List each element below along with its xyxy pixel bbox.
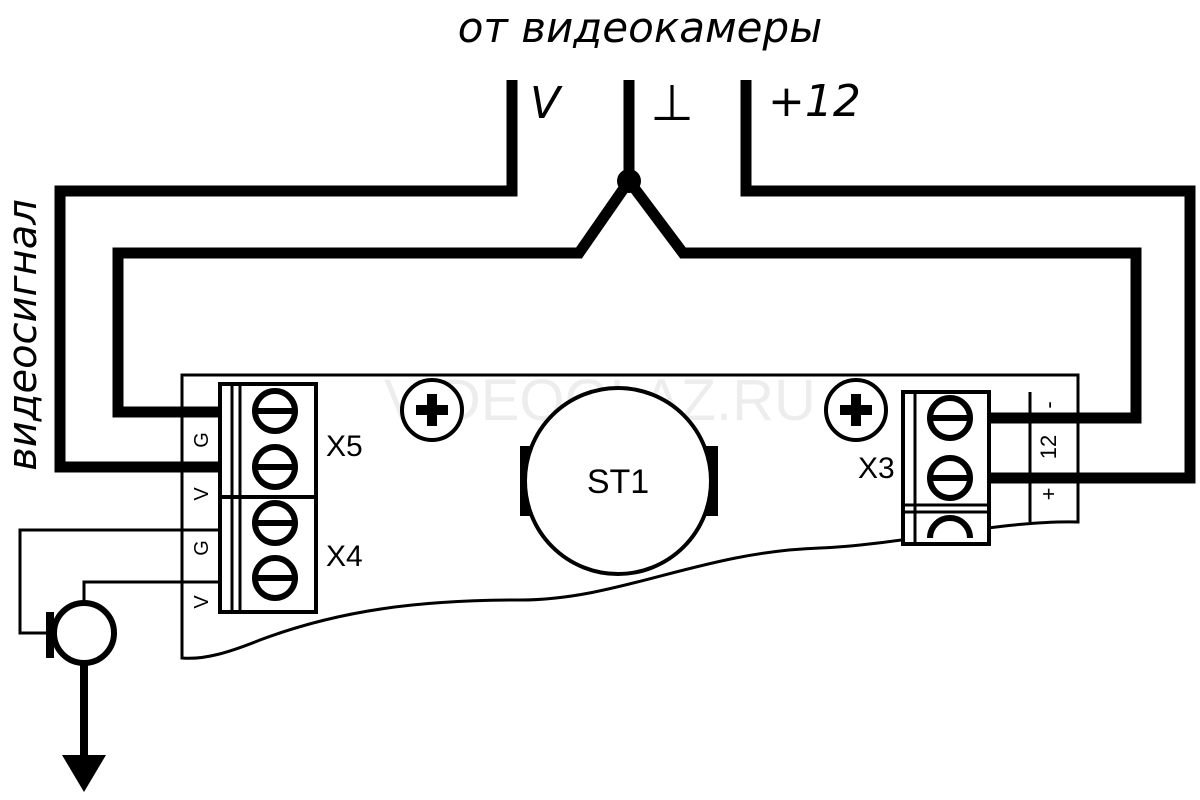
- terminal-block-x5-x4: [218, 382, 318, 614]
- coax-connector: [51, 600, 117, 666]
- component-label-st1: ST1: [587, 463, 649, 501]
- x5-pin-v: V: [191, 487, 213, 501]
- screw-terminal: [252, 555, 298, 601]
- connector-label-x3: X3: [858, 452, 895, 485]
- ground-junction: [617, 169, 641, 193]
- ground-arrow-icon: [62, 755, 106, 792]
- screw-terminal-partial: [927, 515, 973, 539]
- wire-label-signal: V: [530, 78, 563, 129]
- connector-label-x4: X4: [326, 540, 363, 573]
- terminal-block-x3: [901, 390, 991, 546]
- x3-pin-minus: -: [1036, 401, 1061, 408]
- video-signal-label: видеосигнал: [0, 199, 46, 471]
- wire-power: [740, 80, 1196, 484]
- connector-label-x5: X5: [326, 430, 363, 463]
- mounting-screw-right: [824, 378, 888, 442]
- component-st1: ST1: [520, 386, 718, 576]
- output-wire-g: [18, 528, 220, 635]
- screw-terminal: [252, 444, 298, 490]
- wire-label-power: +12: [768, 76, 861, 127]
- wire-video-signal: [54, 80, 518, 473]
- screw-terminal: [927, 395, 973, 441]
- screw-terminal: [252, 500, 298, 546]
- screw-terminal: [252, 388, 298, 434]
- output-wire-v: [82, 580, 220, 608]
- x5-pin-g: G: [191, 432, 213, 448]
- mounting-screw-left: [400, 378, 464, 442]
- wire-label-ground: ⊥: [650, 75, 694, 131]
- x4-pin-v: V: [191, 595, 213, 609]
- x3-pin-plus: +: [1036, 488, 1061, 501]
- source-label: от видеокамеры: [458, 3, 823, 52]
- x3-pin-12: 12: [1036, 435, 1061, 459]
- wire-ground: [112, 80, 1142, 424]
- screw-terminal: [927, 455, 973, 501]
- x4-pin-g: G: [191, 540, 213, 556]
